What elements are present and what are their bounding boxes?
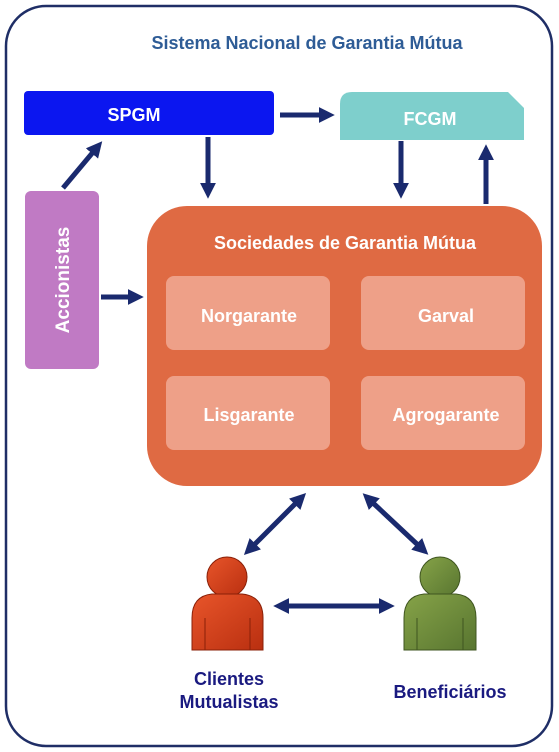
accionistas-box: Accionistas	[25, 191, 99, 369]
clientes-label-line2: Mutualistas	[179, 692, 278, 712]
beneficiarios-label: Beneficiários	[393, 682, 506, 702]
member-box-lisgarante: Lisgarante	[166, 376, 330, 450]
fcgm-box: FCGM	[340, 92, 524, 140]
spgm-label: SPGM	[107, 105, 160, 125]
fcgm-label: FCGM	[404, 109, 457, 129]
spgm-box: SPGM	[24, 91, 274, 135]
arrow-accionistas-to-spgm	[61, 141, 103, 190]
clientes-label-line1: Clientes	[194, 669, 264, 689]
sociedades-title: Sociedades de Garantia Mútua	[214, 233, 477, 253]
member-label-garval: Garval	[418, 306, 474, 326]
member-box-garval: Garval	[361, 276, 525, 350]
member-label-norgarante: Norgarante	[201, 306, 297, 326]
member-box-agrogarante: Agrogarante	[361, 376, 525, 450]
arrow-sociedades-clientes	[243, 492, 307, 556]
member-box-norgarante: Norgarante	[166, 276, 330, 350]
person-icon-clientes	[191, 556, 264, 651]
sociedades-box: Sociedades de Garantia Mútua Norgarante …	[147, 206, 542, 486]
diagram-title: Sistema Nacional de Garantia Mútua	[151, 33, 463, 53]
arrow-sociedades-beneficiarios	[362, 493, 429, 555]
member-label-agrogarante: Agrogarante	[392, 405, 499, 425]
person-icon-beneficiarios	[403, 556, 477, 651]
member-label-lisgarante: Lisgarante	[203, 405, 294, 425]
accionistas-label: Accionistas	[53, 227, 74, 334]
